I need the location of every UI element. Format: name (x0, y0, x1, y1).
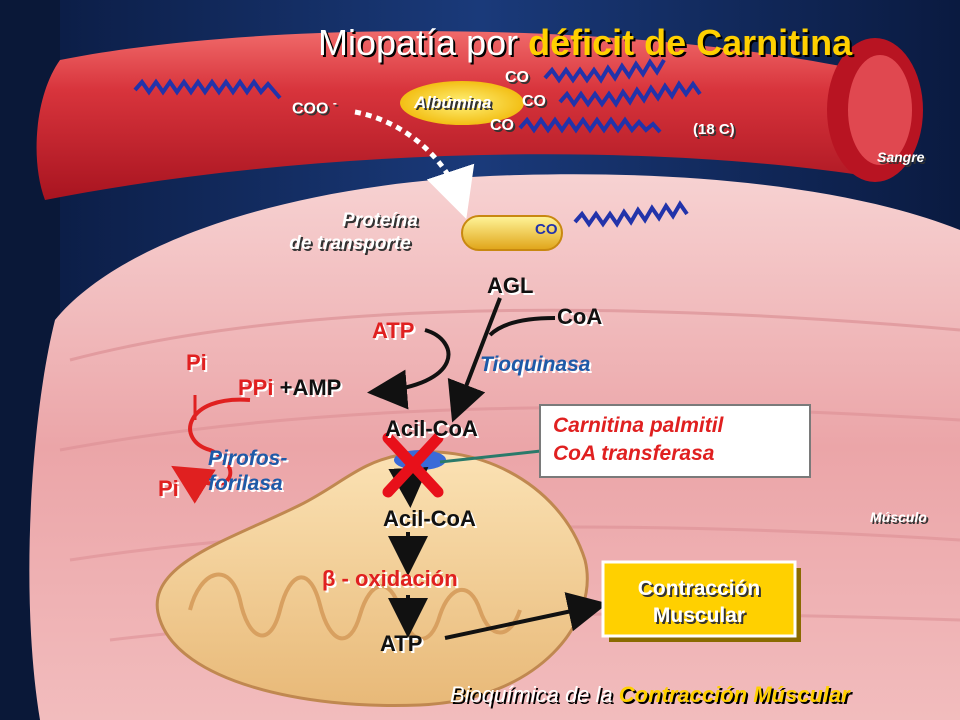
footer-text: Bioquímica de la Contracción Múscular (450, 682, 850, 707)
fatty-acid-chain (558, 80, 702, 108)
acyl-coa-inside-label: Acil-CoA (383, 506, 476, 531)
pi-top-label: Pi (186, 350, 207, 375)
atp-in-label: ATP (372, 318, 415, 343)
albumin-label: Albúmina (414, 93, 492, 112)
carbon-note: (18 C) (693, 121, 735, 138)
contraction-box (601, 560, 797, 638)
albumin (400, 81, 524, 125)
muscle-region-label: Músculo (870, 509, 927, 525)
co-label-2: CO (522, 93, 546, 110)
contraction-box-text: Contracción Muscular (637, 577, 761, 628)
blood-region-label: Sangre (877, 149, 925, 165)
transport-arrow (354, 109, 475, 219)
acyl-coa-outside-label: Acil-CoA (385, 416, 478, 441)
beta-symbol: β (322, 566, 336, 591)
transport-protein-label: Proteína de transporte (289, 210, 419, 254)
mitochondrion (155, 450, 589, 708)
coo-label: COO - (292, 96, 337, 118)
title-part1: Miopatía por (318, 22, 529, 63)
enzyme-box-text: Carnitina palmitil CoA transferasa (553, 414, 724, 466)
pyrophosphorylase-arc (171, 397, 251, 504)
fatty-acid-chain (543, 58, 666, 84)
agl-label: AGL (487, 273, 534, 298)
title-highlight: déficit de Carnitina (528, 22, 853, 63)
pyrophosphorylase-label: Pirofos- forilasa (208, 447, 288, 496)
pi-bottom-label: Pi (158, 476, 179, 501)
ppi-label: PPi +AMP (238, 375, 342, 400)
fatty-acid-chain (133, 78, 282, 100)
thiokinase-arc (367, 328, 451, 410)
co-label-3: CO (490, 117, 514, 134)
atp-out-label: ATP (380, 631, 423, 656)
transport-co-label: CO (535, 221, 558, 238)
co-label-1: CO (505, 69, 529, 86)
fatty-acid-chain (518, 116, 662, 134)
page-title: Miopatía por déficit de Carnitina (318, 25, 852, 61)
coa-label: CoA (557, 304, 603, 329)
block-x-icon (382, 432, 444, 498)
thiokinase-label: Tioquinasa (480, 353, 591, 376)
beta-oxidation-label: β - oxidación (322, 566, 458, 591)
fatty-acid-chain (573, 200, 689, 228)
transport-protein (461, 215, 563, 251)
enzyme-box (539, 404, 811, 478)
